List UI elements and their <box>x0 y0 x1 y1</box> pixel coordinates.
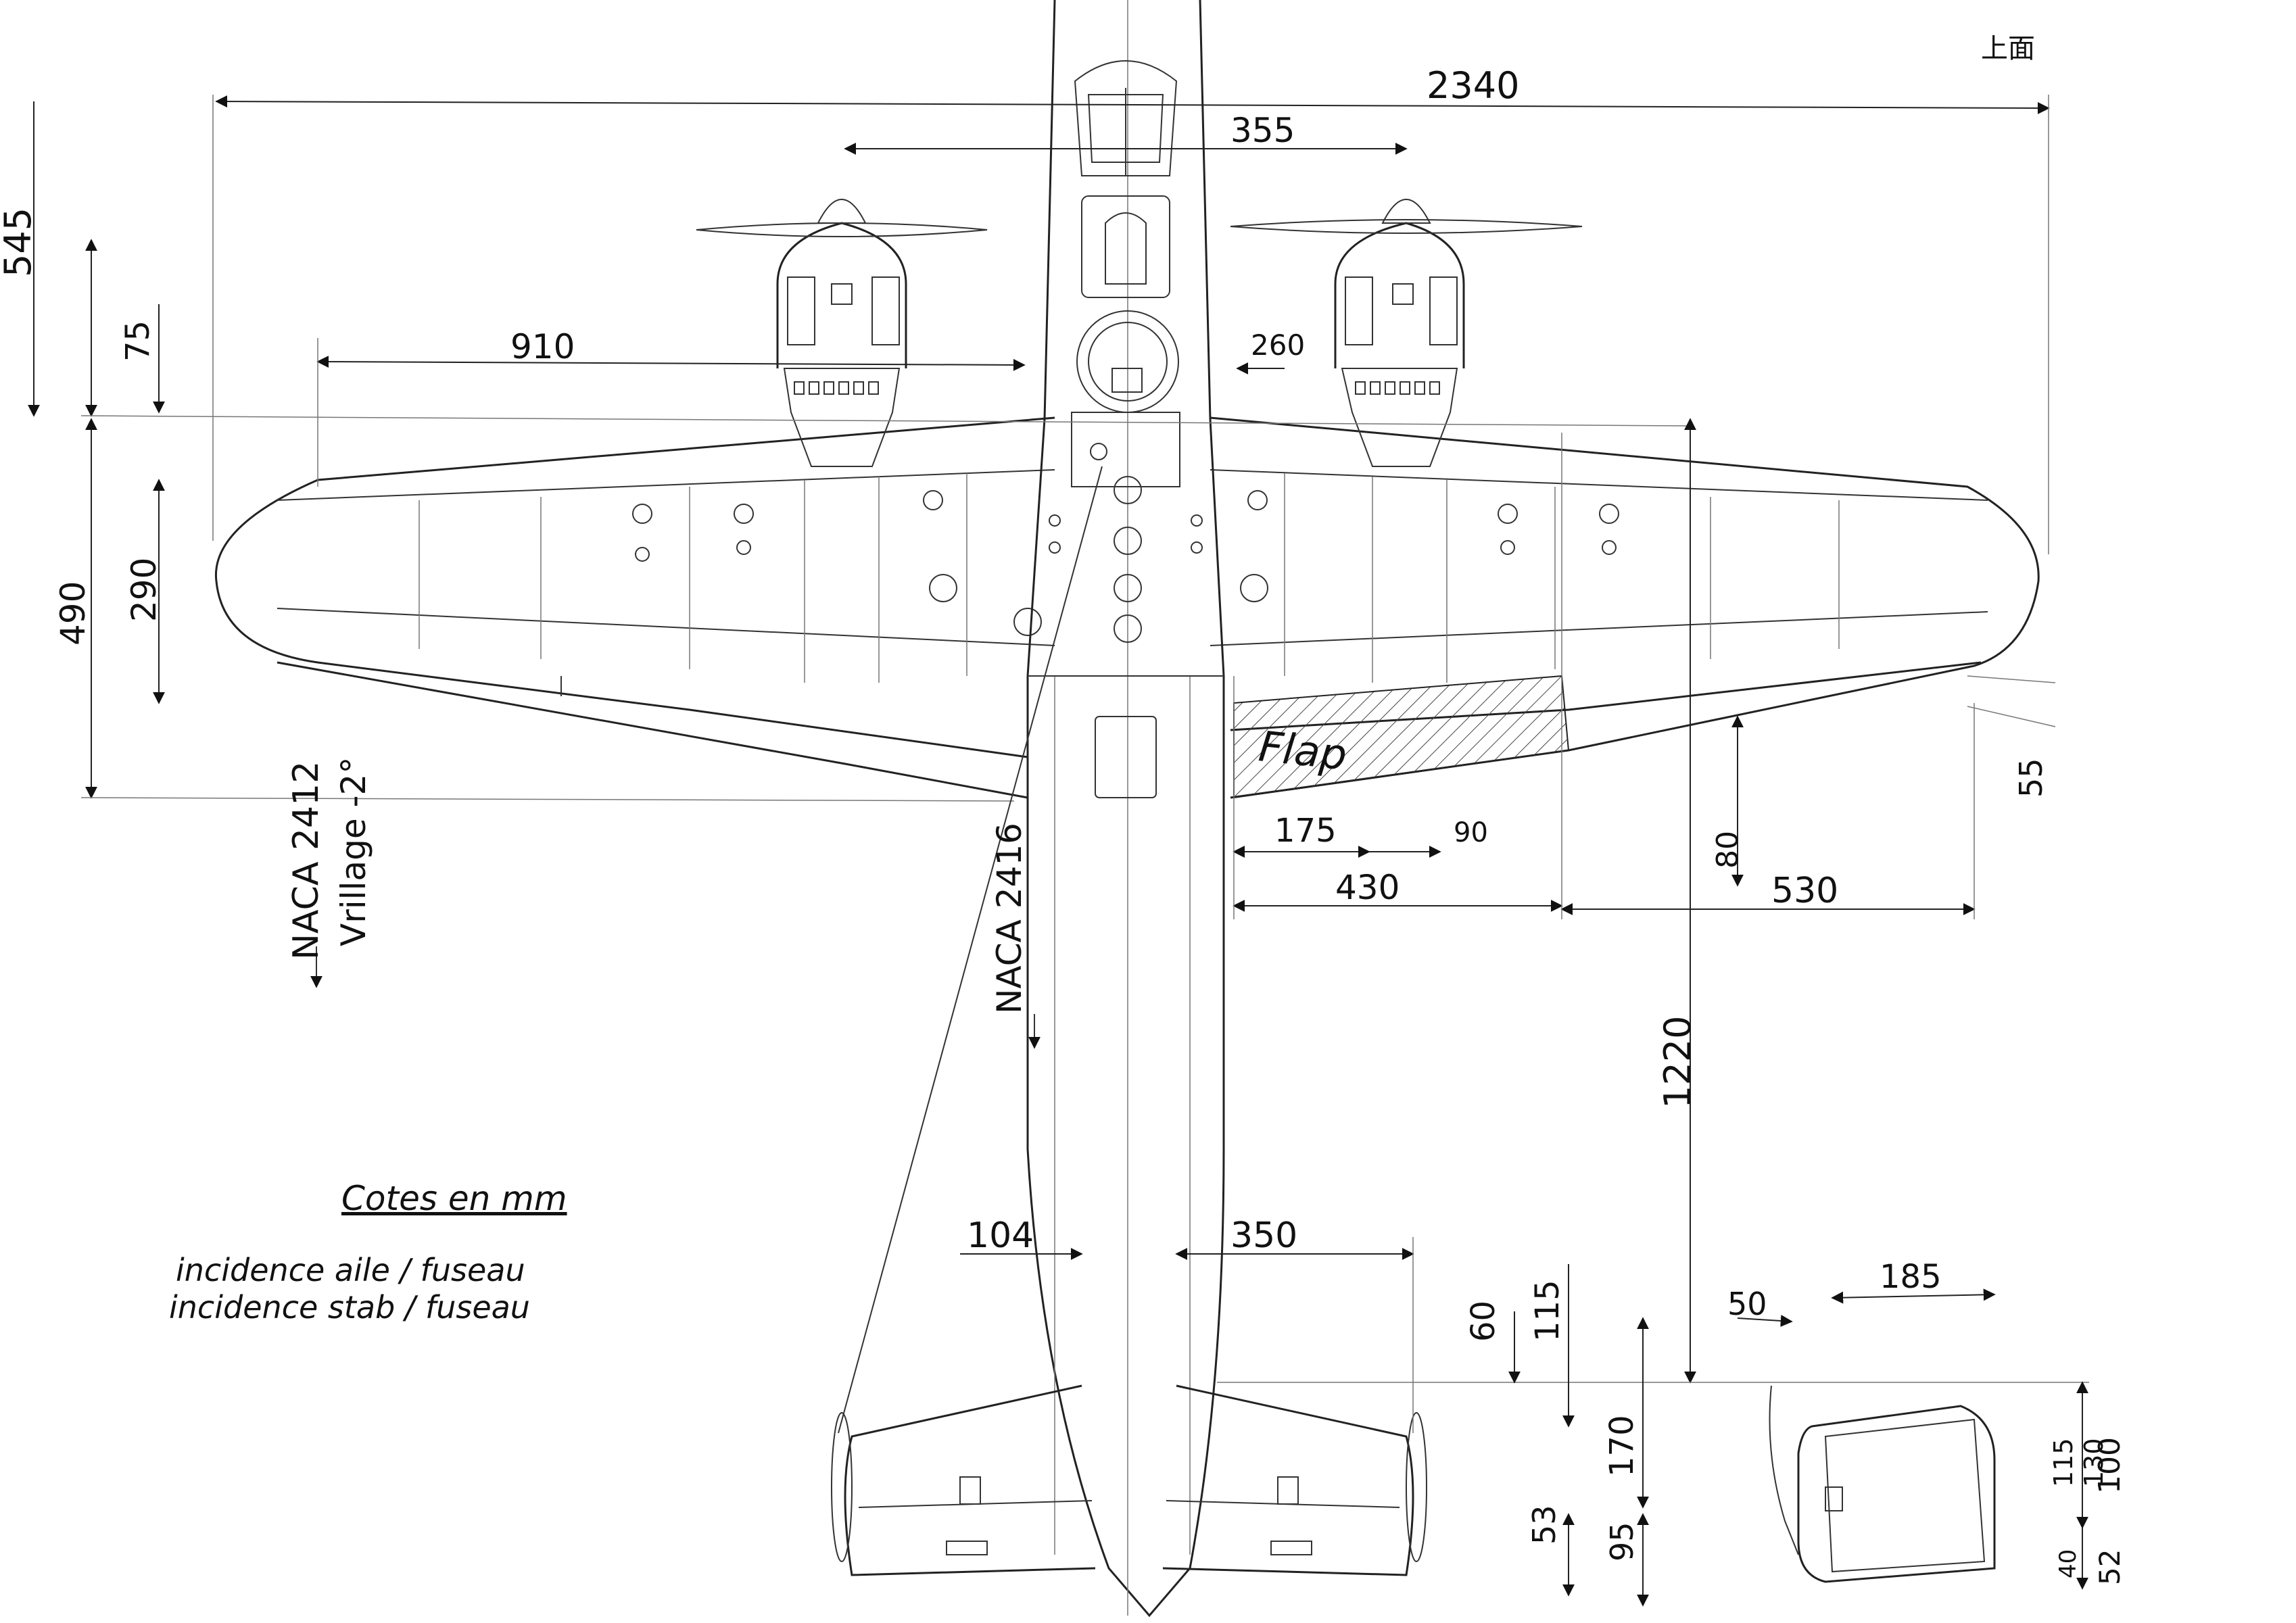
corner-label: 上面 <box>1981 33 2035 64</box>
fuselage <box>1026 0 1225 1618</box>
incidence-stab-note: incidence stab / fuseau <box>169 1289 530 1326</box>
dim-flap-total: 430 <box>1335 868 1400 907</box>
dim-aileron-span: 530 <box>1771 871 1838 911</box>
dim-95: 95 <box>1604 1522 1640 1561</box>
dim-115: 115 <box>1529 1280 1566 1342</box>
dim-flap-chord: 80 <box>1711 831 1745 869</box>
dim-spinner: 75 <box>119 320 157 362</box>
dim-fus-rear-width: 104 <box>967 1215 1034 1256</box>
labels: 上面 2340 355 910 260 545 75 490 290 NACA … <box>0 33 2127 1585</box>
wing-profile-label: NACA 2412 <box>286 761 327 960</box>
horizontal-stabilizer <box>831 1384 1427 1576</box>
dim-185: 185 <box>1880 1258 1942 1296</box>
dim-40: 40 <box>2055 1549 2082 1578</box>
dim-53: 53 <box>1526 1505 1562 1545</box>
dim-nose-to-wing: 545 <box>0 208 39 277</box>
incidence-wing-note: incidence aile / fuseau <box>176 1252 525 1288</box>
dim-50: 50 <box>1727 1286 1767 1322</box>
dimension-lines <box>28 95 2089 1607</box>
dim-130: 130 <box>2079 1438 2109 1487</box>
dim-half-nacelle: 910 <box>510 327 575 366</box>
dim-wing-to-tail: 1220 <box>1656 1016 1699 1109</box>
dim-115b: 115 <box>2049 1438 2078 1487</box>
dim-60: 60 <box>1464 1301 1502 1342</box>
flap-label: Flap <box>1256 721 1349 779</box>
dim-aileron-chord: 55 <box>2013 758 2049 798</box>
dim-fuselage-width: 260 <box>1251 329 1305 362</box>
dim-170: 170 <box>1603 1415 1641 1477</box>
units-note: Cotes en mm <box>341 1179 567 1218</box>
dim-100: 100 <box>2092 1437 2127 1494</box>
dim-chord-root: 490 <box>53 581 93 646</box>
root-profile-label: NACA 2416 <box>990 823 1029 1014</box>
dim-span: 2340 <box>1427 64 1519 107</box>
dim-chord-panel: 290 <box>124 558 164 622</box>
right-nacelle <box>1230 199 1583 467</box>
nacelle-side-view <box>1769 1385 1996 1583</box>
dim-flap-gap: 90 <box>1454 817 1488 848</box>
dim-nacelle-spacing: 355 <box>1230 111 1295 150</box>
dim-stab-half-span: 350 <box>1230 1215 1297 1256</box>
dim-52: 52 <box>2093 1549 2126 1585</box>
washout-label: Vrillage -2° <box>334 757 373 946</box>
dim-flap-span: 175 <box>1274 812 1337 850</box>
